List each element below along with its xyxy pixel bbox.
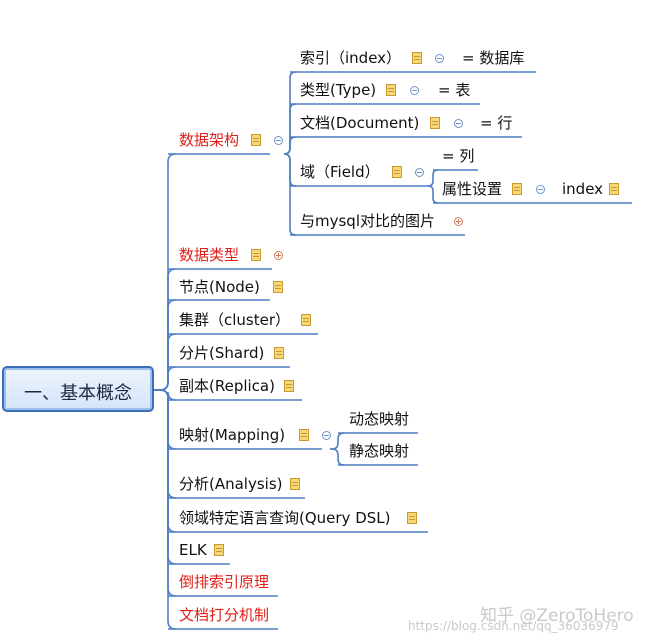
branch-mapping[interactable]: 映射(Mapping) [179,426,286,444]
node-field-attribute[interactable]: 属性设置 [442,180,503,198]
collapse-toggle-icon[interactable] [274,136,283,145]
node-index[interactable]: 索引（index） [300,49,402,67]
root-node[interactable]: 一、基本概念 [2,366,154,412]
note-icon[interactable] [609,183,619,195]
note-icon[interactable] [273,281,283,293]
note-icon[interactable] [386,84,396,96]
note-icon[interactable] [430,117,440,129]
watermark-zhihu: 知乎 @ZeroToHero [480,606,634,626]
expand-toggle-icon[interactable] [454,217,463,226]
root-connector [154,333,177,391]
note-icon[interactable] [214,544,224,556]
node-document[interactable]: 文档(Document) [300,114,420,132]
branch-query-dsl[interactable]: 领域特定语言查询(Query DSL) [179,509,391,527]
data-arch-connector [283,136,297,155]
branch-cluster[interactable]: 集群（cluster） [179,311,291,329]
node-type-equals[interactable]: = 表 [438,81,471,99]
collapse-toggle-icon[interactable] [435,54,444,63]
data-arch-connector [283,153,297,236]
note-icon[interactable] [290,478,300,490]
note-icon[interactable] [412,52,422,64]
node-field-equals[interactable]: = 列 [442,147,475,165]
collapse-toggle-icon[interactable] [415,168,424,177]
branch-replica[interactable]: 副本(Replica) [179,377,275,395]
node-static-mapping[interactable]: 静态映射 [349,442,410,460]
note-icon[interactable] [284,380,294,392]
branch-shard[interactable]: 分片(Shard) [179,344,265,362]
collapse-toggle-icon[interactable] [536,185,545,194]
branch-inverted-index[interactable]: 倒排索引原理 [179,573,270,591]
branch-analysis[interactable]: 分析(Analysis) [179,475,283,493]
node-field[interactable]: 域（Field） [300,163,380,181]
branch-scoring[interactable]: 文档打分机制 [179,606,270,624]
collapse-toggle-icon[interactable] [410,86,419,95]
collapse-toggle-icon[interactable] [322,431,331,440]
note-icon[interactable] [407,512,417,524]
field-connector [427,185,439,204]
branch-node[interactable]: 节点(Node) [179,278,260,296]
root-connector [154,389,177,630]
mapping-connector [330,448,345,466]
branch-elk[interactable]: ELK [179,541,207,559]
note-icon[interactable] [299,429,309,441]
root-connector [154,299,177,391]
note-icon[interactable] [274,347,284,359]
root-connector [154,389,177,565]
node-mysql-compare[interactable]: 与mysql对比的图片 [300,212,435,230]
branch-data-architecture[interactable]: 数据架构 [179,131,240,149]
root-connector [154,366,177,391]
node-dynamic-mapping[interactable]: 动态映射 [349,410,410,428]
node-type[interactable]: 类型(Type) [300,81,377,99]
node-field-attribute-index[interactable]: index [562,180,604,198]
node-document-equals[interactable]: = 行 [480,114,513,132]
note-icon[interactable] [251,249,261,261]
expand-toggle-icon[interactable] [274,251,283,260]
note-icon[interactable] [392,166,402,178]
note-icon[interactable] [512,183,522,195]
branch-data-types[interactable]: 数据类型 [179,246,240,264]
note-icon[interactable] [251,134,261,146]
field-connector [427,169,439,187]
root-connector [154,268,177,391]
collapse-toggle-icon[interactable] [454,119,463,128]
root-connector [154,153,177,391]
mapping-connector [330,432,345,450]
root-connector [154,389,177,533]
watermark-url: https://blog.csdn.net/qq_36036979 [408,619,619,633]
node-index-equals[interactable]: = 数据库 [462,49,525,67]
note-icon[interactable] [301,314,311,326]
root-connector [154,389,177,499]
root-label: 一、基本概念 [24,383,132,404]
root-connector [154,389,177,597]
